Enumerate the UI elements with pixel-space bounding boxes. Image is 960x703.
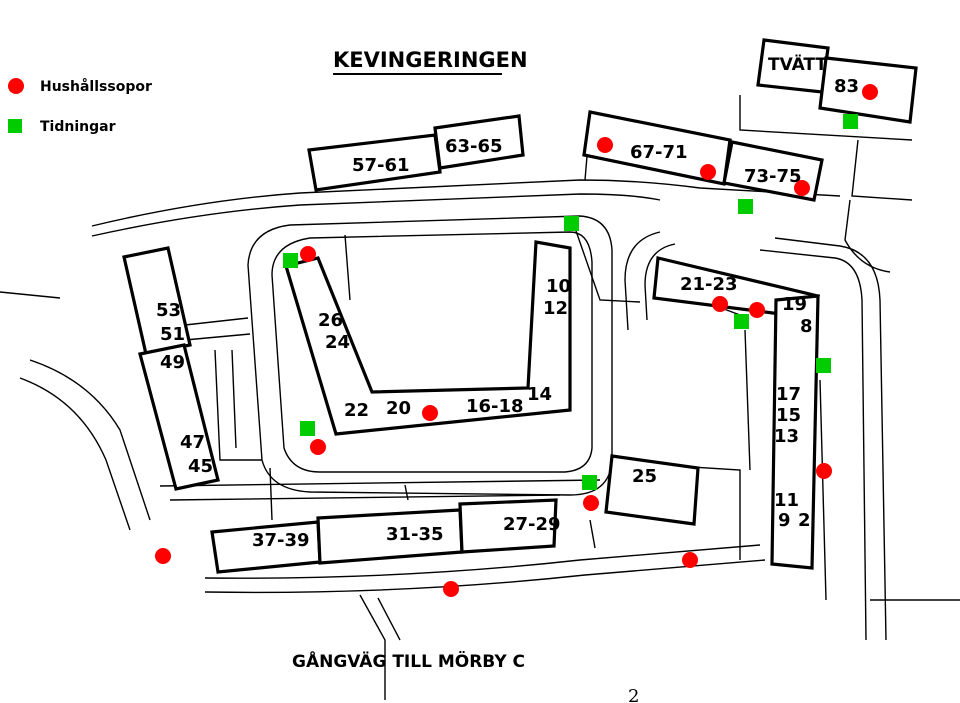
household-marker <box>310 439 326 455</box>
label-tvatt: TVÄTT <box>768 53 827 75</box>
newspaper-marker <box>283 253 298 268</box>
household-marker <box>749 302 765 318</box>
label-11: 11 <box>774 490 799 511</box>
label-8: 8 <box>800 316 813 337</box>
label-2: 2 <box>798 510 811 531</box>
building-57-61 <box>307 133 442 192</box>
label-26: 26 <box>318 310 343 331</box>
label-53: 53 <box>156 300 181 321</box>
label-37-39: 37-39 <box>252 530 310 551</box>
household-marker <box>422 405 438 421</box>
label-63-65: 63-65 <box>445 136 503 157</box>
title-text: KEVINGERINGEN <box>333 48 528 72</box>
building-63-65 <box>433 114 525 170</box>
label-51: 51 <box>160 324 185 345</box>
building-25 <box>604 454 700 526</box>
label-25: 25 <box>632 466 657 487</box>
newspaper-marker <box>843 114 858 129</box>
building-19-2 <box>770 294 820 570</box>
newspaper-marker <box>734 314 749 329</box>
page-number: 2 <box>628 686 639 703</box>
map-title: KEVINGERINGEN <box>333 48 528 75</box>
building-49-45 <box>138 343 220 491</box>
label-20: 20 <box>386 398 411 419</box>
buildings <box>122 38 918 574</box>
newspaper-marker <box>738 199 753 214</box>
legend-newspaper-marker <box>8 119 22 133</box>
household-marker <box>700 164 716 180</box>
household-marker <box>583 495 599 511</box>
label-10: 10 <box>546 276 571 297</box>
label-21-23: 21-23 <box>680 274 738 295</box>
label-19: 19 <box>782 294 807 315</box>
newspaper-marker <box>564 216 579 231</box>
building-27-29 <box>458 498 558 554</box>
label-67-71: 67-71 <box>630 142 688 163</box>
label-17: 17 <box>776 384 801 405</box>
label-73-75: 73-75 <box>744 166 802 187</box>
household-marker <box>682 552 698 568</box>
label-16-18: 16-18 <box>466 396 524 417</box>
building-u-block <box>283 240 572 436</box>
household-waste-markers <box>155 84 878 597</box>
label-15: 15 <box>776 405 801 426</box>
household-marker <box>443 581 459 597</box>
footer-path-label: GÅNGVÄG TILL MÖRBY C <box>292 649 525 672</box>
newspaper-marker <box>816 358 831 373</box>
label-14: 14 <box>527 384 552 405</box>
household-marker <box>300 246 316 262</box>
household-marker <box>155 548 171 564</box>
label-31-35: 31-35 <box>386 524 444 545</box>
household-marker <box>597 137 613 153</box>
legend: Hushållssopor Tidningar <box>8 78 152 135</box>
label-27-29: 27-29 <box>503 514 561 535</box>
legend-household-label: Hushållssopor <box>40 78 152 95</box>
household-marker <box>794 180 810 196</box>
household-marker <box>862 84 878 100</box>
label-24: 24 <box>325 332 350 353</box>
household-marker <box>712 296 728 312</box>
newspaper-marker <box>582 475 597 490</box>
label-13: 13 <box>774 426 799 447</box>
label-12: 12 <box>543 298 568 319</box>
label-22: 22 <box>344 400 369 421</box>
label-47: 47 <box>180 432 205 453</box>
newspaper-markers <box>283 114 858 490</box>
label-57-61: 57-61 <box>352 155 410 176</box>
label-83: 83 <box>834 76 859 97</box>
roads <box>0 95 960 700</box>
label-9: 9 <box>778 510 791 531</box>
newspaper-marker <box>300 421 315 436</box>
building-labels: 57-61 63-65 67-71 73-75 TVÄTT 83 53 51 4… <box>156 53 859 551</box>
label-45: 45 <box>188 456 213 477</box>
label-49: 49 <box>160 352 185 373</box>
legend-newspaper-label: Tidningar <box>40 119 116 135</box>
building-53-51 <box>122 246 192 356</box>
legend-household-marker <box>8 78 24 94</box>
household-marker <box>816 463 832 479</box>
